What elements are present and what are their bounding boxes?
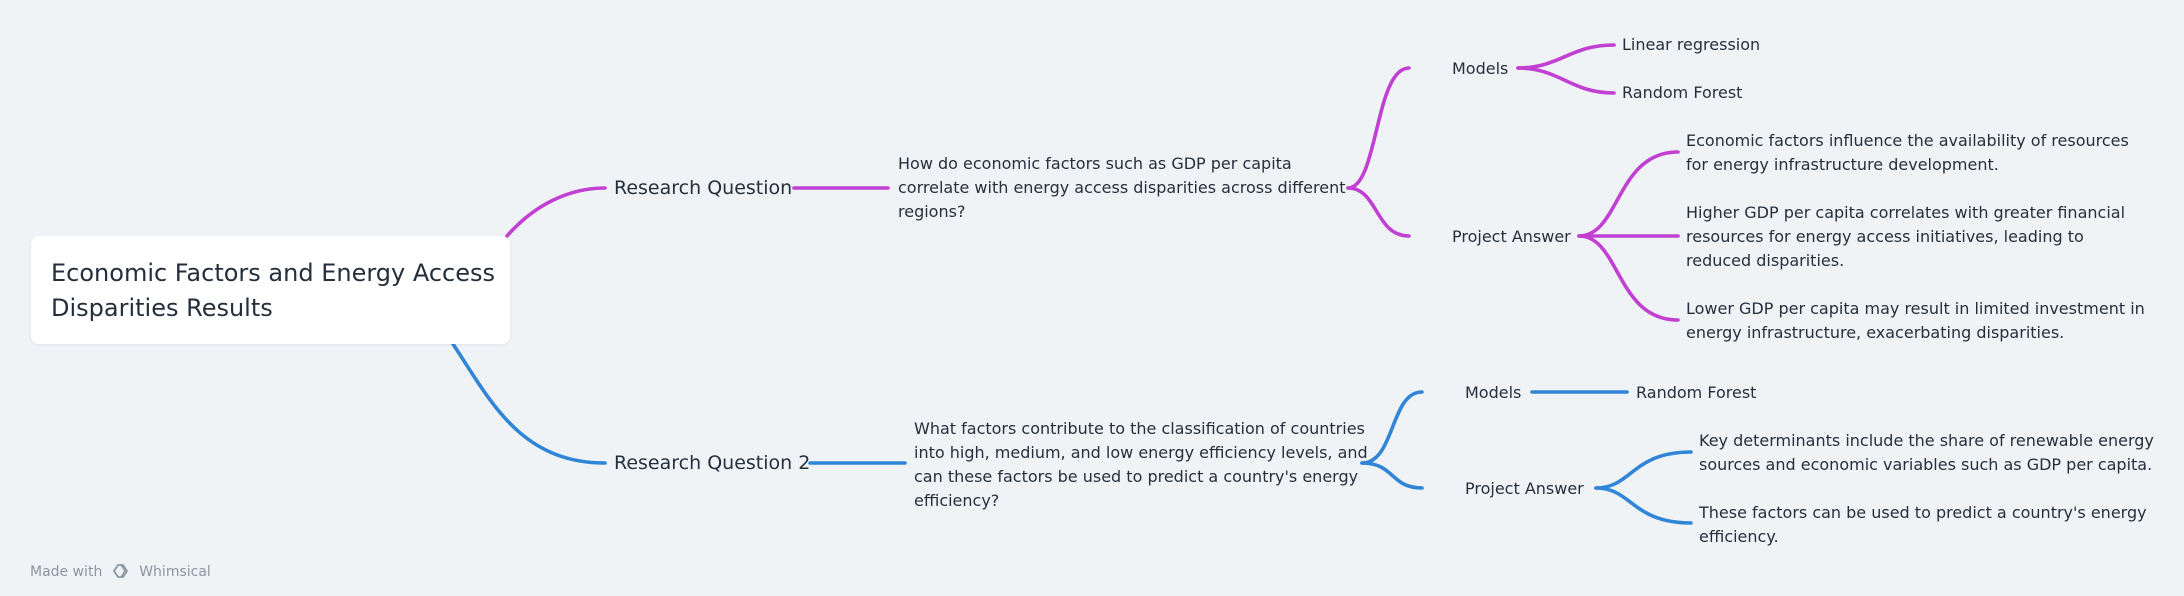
project-answer-node[interactable]: Project Answer [1452, 227, 1571, 246]
connector-root-to-research-question-2 [451, 342, 607, 465]
answer-1-item-3-line-1: Lower GDP per capita may result in limit… [1686, 299, 2145, 318]
models-2-node[interactable]: Models [1465, 383, 1522, 402]
made-with-label: Made with [30, 564, 103, 580]
models-node[interactable]: Models [1452, 59, 1509, 78]
answer-2-item-2-line-2: efficiency. [1699, 527, 1779, 546]
whimsical-brand-label: Whimsical [139, 564, 211, 580]
connector-models-to-random-forest [1516, 66, 1616, 95]
answer-1-item-2-node[interactable]: Higher GDP per capita correlates with gr… [1686, 201, 2125, 273]
connector-question-to-models [1346, 66, 1411, 190]
answer-2-item-1-node[interactable]: Key determinants include the share of re… [1699, 429, 2154, 477]
connector-question-to-project-answer [1346, 186, 1411, 238]
question-2-line-2: into high, medium, and low energy effici… [914, 443, 1368, 462]
answer-1-item-2-line-3: reduced disparities. [1686, 251, 1845, 270]
project-answer-2-node[interactable]: Project Answer [1465, 479, 1584, 498]
model-2-random-forest-node[interactable]: Random Forest [1636, 383, 1757, 402]
model-linear-regression-node[interactable]: Linear regression [1622, 35, 1761, 54]
research-question-2-node[interactable]: Research Question 2 [614, 452, 811, 474]
connector-answer-2-to-item-1 [1594, 450, 1693, 490]
whimsical-logo-icon [112, 563, 132, 585]
answer-1-item-3-line-2: energy infrastructure, exacerbating disp… [1686, 323, 2065, 342]
made-with-whimsical-footer[interactable]: Made with Whimsical [30, 562, 211, 585]
root-topic-card[interactable]: Economic Factors and Energy Access Dispa… [31, 236, 510, 344]
question-1-line-3: regions? [898, 202, 966, 221]
model-random-forest-node[interactable]: Random Forest [1622, 83, 1743, 102]
answer-2-item-1-line-1: Key determinants include the share of re… [1699, 431, 2154, 450]
answer-1-item-2-line-2: resources for energy access initiatives,… [1686, 227, 2084, 246]
question-2-line-4: efficiency? [914, 491, 1000, 510]
question-1-line-1: How do economic factors such as GDP per … [898, 154, 1292, 173]
answer-1-item-1-line-2: for energy infrastructure development. [1686, 155, 1999, 174]
connector-question-2-to-models [1360, 390, 1424, 465]
root-title-line-1: Economic Factors and Energy Access [51, 259, 495, 287]
connector-root-to-research-question [505, 186, 607, 238]
connector-question-2-to-project-answer [1360, 461, 1424, 490]
answer-1-item-1-node[interactable]: Economic factors influence the availabil… [1686, 129, 2129, 177]
question-2-line-3: can these factors be used to predict a c… [914, 467, 1359, 486]
question-2-line-1: What factors contribute to the classific… [914, 419, 1365, 438]
connector-models-to-linear-regression [1516, 43, 1616, 70]
connector-answer-2-to-item-2 [1594, 486, 1693, 525]
root-title-line-2: Disparities Results [51, 294, 273, 322]
question-2-text-node[interactable]: What factors contribute to the classific… [914, 417, 1368, 513]
answer-2-item-2-line-1: These factors can be used to predict a c… [1699, 503, 2147, 522]
connector-answer-to-item-3 [1577, 234, 1680, 322]
question-1-text-node[interactable]: How do economic factors such as GDP per … [898, 152, 1346, 224]
research-question-node[interactable]: Research Question [614, 177, 793, 199]
connector-answer-to-item-1 [1577, 150, 1680, 238]
answer-1-item-1-line-1: Economic factors influence the availabil… [1686, 131, 2129, 150]
question-1-line-2: correlate with energy access disparities… [898, 178, 1346, 197]
answer-2-item-1-line-2: sources and economic variables such as G… [1699, 455, 2153, 474]
answer-1-item-3-node[interactable]: Lower GDP per capita may result in limit… [1686, 297, 2145, 345]
answer-2-item-2-node[interactable]: These factors can be used to predict a c… [1699, 501, 2147, 549]
answer-1-item-2-line-1: Higher GDP per capita correlates with gr… [1686, 203, 2126, 222]
